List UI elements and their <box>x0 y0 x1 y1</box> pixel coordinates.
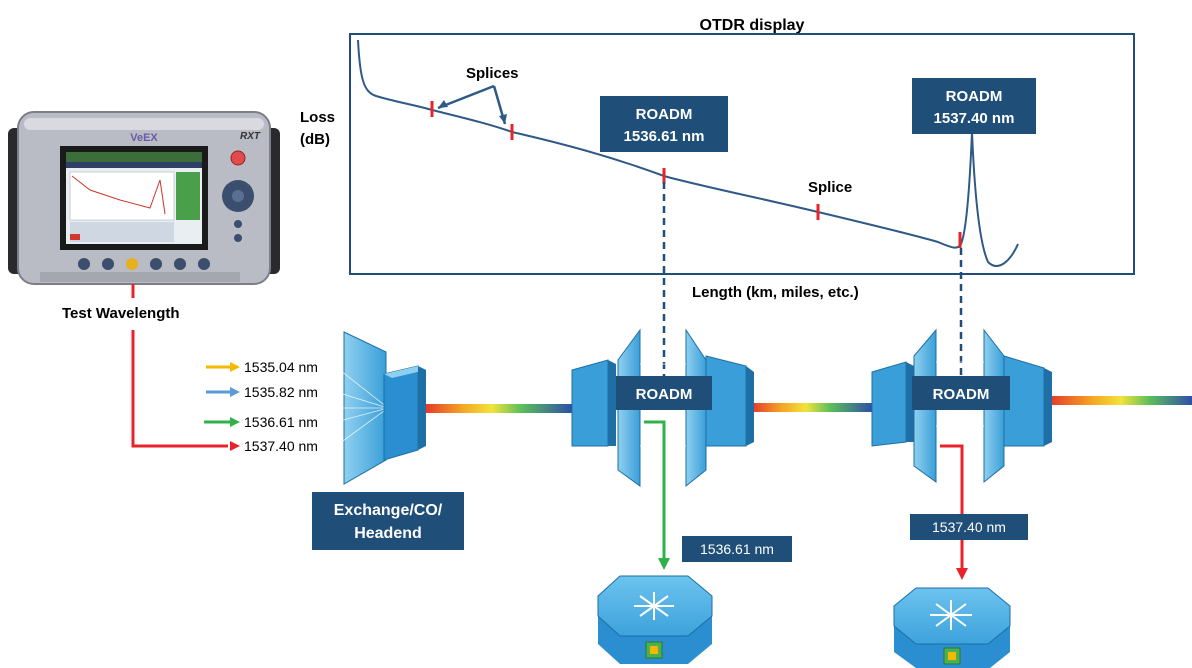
otdr-display: OTDR display Loss (dB) Length (km, miles… <box>300 17 1135 301</box>
roadm2-drop-label: 1537.40 nm <box>932 519 1006 535</box>
roadm1-label-box <box>616 376 712 410</box>
roadm1-drop-label-box <box>682 536 792 562</box>
roadm1-left-panel <box>571 359 609 447</box>
roadm2-drop-label-box <box>910 514 1028 540</box>
power-button <box>230 150 246 166</box>
fiber-segment-2 <box>752 403 872 412</box>
screen-table <box>70 222 174 242</box>
roadm1-label: ROADM <box>636 386 693 403</box>
splice-label: Splice <box>808 179 852 196</box>
roadm2-left-panel <box>871 361 907 447</box>
roadm-callout-2-title: ROADM <box>946 88 1003 105</box>
wavelength-label-4: 1537.40 nm <box>244 438 318 454</box>
wavelength-arrowhead-4 <box>230 441 240 451</box>
otdr-test-set: VeEX RXT <box>8 111 280 285</box>
hw-button-a <box>234 220 242 228</box>
exchange-mux <box>335 331 426 485</box>
device-top-rim <box>24 118 264 130</box>
screen-table-marker <box>70 234 80 240</box>
test-wavelength-label: Test Wavelength <box>62 305 180 322</box>
wavelength-label-2: 1535.82 nm <box>244 384 318 400</box>
roadm2-label-box <box>912 376 1010 410</box>
roadm-callout-2-wavelength: 1537.40 nm <box>934 110 1015 127</box>
roadm-callout-1-wavelength: 1536.61 nm <box>624 128 705 145</box>
function-keys <box>78 258 210 270</box>
test-wavelength-path <box>131 330 228 448</box>
mux-fan-lines <box>335 366 389 447</box>
roadm2-label: ROADM <box>933 386 990 403</box>
fiber-segment-3 <box>1050 396 1192 405</box>
wavelength-arrowhead-1 <box>230 362 240 372</box>
roadm-callout-1-title: ROADM <box>636 106 693 123</box>
screen-side-buttons <box>176 172 200 220</box>
exchange-label-box <box>312 492 464 550</box>
device-model: RXT <box>240 131 261 142</box>
exchange-label-line1: Exchange/CO/ <box>334 502 443 519</box>
device-bottom-rim <box>40 272 240 282</box>
roadm1-drop-arrowhead <box>658 558 670 570</box>
client-node-2 <box>893 587 1011 668</box>
splices-arrowhead-2 <box>499 114 507 124</box>
wavelength-label-1: 1535.04 nm <box>244 359 318 375</box>
loss-axis-label-2: (dB) <box>300 131 330 148</box>
wavelength-inputs: 1535.04 nm 1535.82 nm 1536.61 nm 1537.40… <box>204 359 318 454</box>
roadm2-right-panel-side <box>1044 368 1052 446</box>
fiber-segment-1 <box>426 404 572 413</box>
exchange-label-line2: Headend <box>354 525 422 542</box>
node2-star-icon <box>930 600 972 630</box>
wavelength-label-3: 1536.61 nm <box>244 414 318 430</box>
splices-arrowhead-1 <box>438 100 448 108</box>
roadm2-drop-path <box>940 444 964 568</box>
screen-header <box>66 152 202 162</box>
mux-body <box>383 365 419 461</box>
mux-side <box>418 366 426 450</box>
screen-tabs <box>66 162 202 168</box>
screen-trace <box>71 175 166 215</box>
wavelength-arrowhead-2 <box>230 387 240 397</box>
node2-chip-core <box>948 652 956 660</box>
roadm-node-1: ROADM <box>571 328 754 488</box>
length-axis-label: Length (km, miles, etc.) <box>692 284 859 301</box>
wavelength-arrowhead-3 <box>230 417 240 427</box>
splices-label: Splices <box>466 65 519 82</box>
screen-graph <box>69 171 175 221</box>
node1-chip-core <box>650 646 658 654</box>
roadm-callout-1 <box>600 96 728 152</box>
roadm1-left-panel-side <box>608 360 616 446</box>
loss-axis-label-1: Loss <box>300 109 335 126</box>
roadm-node-2: ROADM <box>871 328 1052 484</box>
mux-top <box>384 366 426 378</box>
roadm1-drop-label: 1536.61 nm <box>700 541 774 557</box>
navigation-pad-center <box>232 190 244 202</box>
roadm-callout-2 <box>912 78 1036 134</box>
hw-button-b <box>234 234 242 242</box>
otdr-title: OTDR display <box>700 17 805 34</box>
roadm1-right-panel-side <box>746 366 754 446</box>
roadm1-drop-path <box>644 420 666 560</box>
client-node-1 <box>597 575 713 664</box>
roadm2-drop-arrowhead <box>956 568 968 580</box>
otdr-frame <box>349 33 1135 275</box>
node1-star-icon <box>634 592 674 620</box>
device-brand: VeEX <box>130 132 158 144</box>
